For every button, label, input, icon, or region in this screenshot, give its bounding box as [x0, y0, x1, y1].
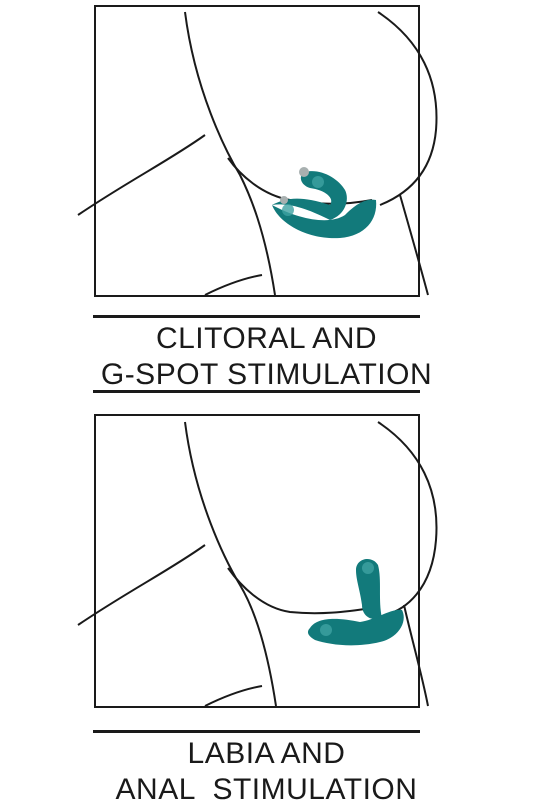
leg-line-left	[77, 134, 206, 216]
caption-top-rule	[93, 730, 420, 733]
inner-thigh-line	[399, 194, 429, 296]
leg-line-left	[77, 544, 206, 626]
dual-motor-vibrator-device	[307, 558, 404, 646]
illustration-panel-clitoral-gspot: CLITORAL AND G-SPOT STIMULATION	[0, 0, 533, 400]
inner-thigh-line	[403, 604, 429, 707]
body-outline-illustration	[77, 414, 438, 708]
buttock-curve	[377, 11, 438, 206]
illustration-frame	[94, 5, 420, 297]
crotch-curve	[227, 567, 373, 615]
buttock-curve	[377, 421, 438, 616]
dual-motor-vibrator-device	[272, 167, 377, 239]
hip-curve	[184, 421, 277, 707]
caption-line-1: LABIA AND	[187, 737, 346, 770]
hip-curve	[184, 11, 276, 296]
illustration-frame	[94, 414, 420, 708]
body-outline-illustration	[77, 5, 438, 297]
caption-clitoral-gspot: CLITORAL AND G-SPOT STIMULATION	[70, 321, 463, 393]
caption-line-1: CLITORAL AND	[155, 322, 378, 355]
caption-labia-anal: LABIA AND ANAL STIMULATION	[70, 736, 463, 808]
caption-top-rule	[93, 315, 420, 318]
illustration-panel-labia-anal: LABIA AND ANAL STIMULATION	[0, 400, 533, 806]
caption-bottom-rule	[93, 390, 420, 393]
leg-line-lower	[204, 274, 263, 296]
caption-line-2: G-SPOT STIMULATION	[100, 358, 433, 391]
leg-line-lower	[204, 685, 263, 707]
caption-line-2: ANAL STIMULATION	[115, 773, 418, 806]
